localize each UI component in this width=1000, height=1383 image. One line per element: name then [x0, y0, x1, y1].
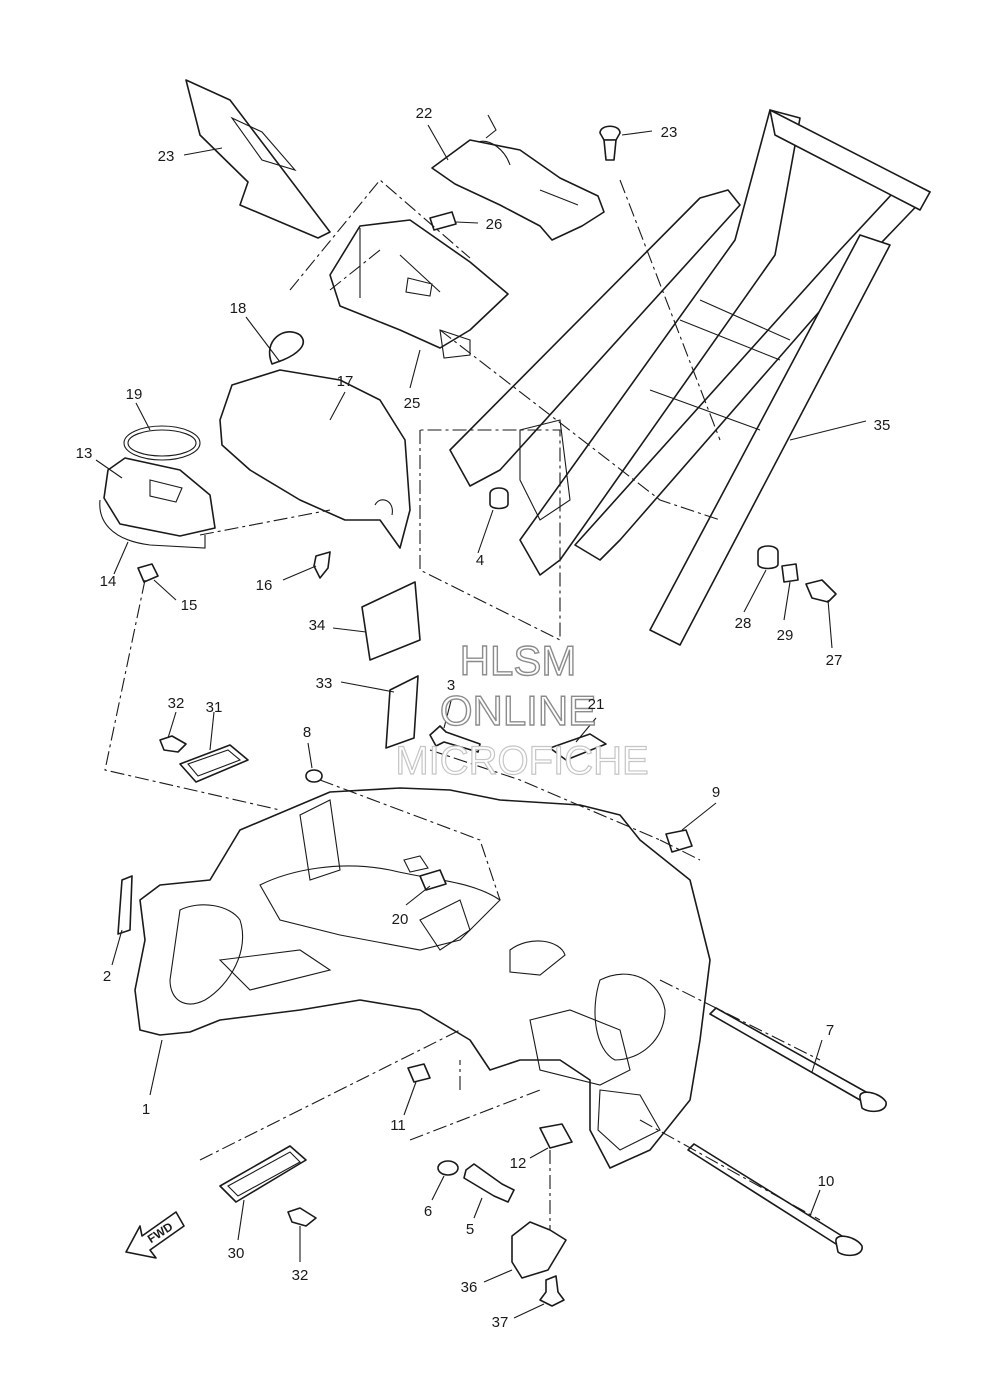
part-1-mainframe: [134, 787, 711, 1169]
callout-18: 18: [230, 300, 247, 317]
callout-36: 36: [461, 1279, 478, 1296]
part-2-shim: [117, 875, 133, 935]
callout-14: 14: [100, 573, 117, 590]
callout-17: 17: [337, 373, 354, 390]
part-32-screw-upper: [159, 735, 187, 753]
part-30-plate: [219, 1145, 307, 1203]
watermark-line2: ONLINE: [440, 687, 596, 734]
callout-31: 31: [206, 699, 223, 716]
fwd-arrow-icon: FWD: [125, 1211, 185, 1259]
callout-28: 28: [735, 615, 752, 632]
callout-34: 34: [309, 617, 326, 634]
part-34-pad: [361, 581, 421, 661]
callout-4: 4: [476, 552, 484, 569]
part-36-bracket: [511, 1221, 567, 1279]
part-12-collar: [539, 1123, 573, 1149]
part-8-nut: [305, 769, 323, 783]
part-19-ring: [123, 425, 201, 461]
callout-25: 25: [404, 395, 421, 412]
callout-9: 9: [712, 784, 720, 801]
part-3-bolt: [429, 725, 481, 753]
part-32-screw-lower: [287, 1207, 317, 1227]
leader-lines: [95, 124, 867, 1319]
part-20-block: [419, 869, 447, 891]
callout-1: 1: [142, 1101, 150, 1118]
callout-10: 10: [818, 1173, 835, 1190]
callout-3: 3: [447, 677, 455, 694]
watermark: HLSM ONLINE MICROFICHE: [395, 636, 650, 783]
watermark-line1: HLSM: [460, 637, 577, 684]
watermark-line3: MICROFICHE: [395, 739, 648, 783]
callout-24: 23: [158, 148, 175, 165]
callout-11: 11: [390, 1117, 406, 1134]
callout-19: 19: [126, 386, 143, 403]
part-29-collar: [781, 563, 799, 583]
part-24-cover: [185, 79, 331, 239]
callout-16: 16: [256, 577, 273, 594]
callout-20: 20: [392, 911, 409, 928]
part-22-bracket: [431, 139, 605, 241]
callout-30: 30: [228, 1245, 245, 1262]
part-7-bolt: [709, 1007, 867, 1101]
callout-12: 12: [510, 1155, 527, 1172]
part-17-shield: [219, 369, 411, 549]
assembly-lines: [104, 179, 821, 1230]
callout-5: 5: [466, 1221, 474, 1238]
callout-2: 2: [103, 968, 111, 985]
part-6-washer: [437, 1160, 459, 1176]
callout-27: 27: [826, 652, 843, 669]
callout-23: 23: [661, 124, 678, 141]
callout-37: 37: [492, 1314, 509, 1331]
callout-33: 33: [316, 675, 333, 692]
callout-6: 6: [424, 1203, 432, 1220]
part-5-bolt: [463, 1163, 515, 1203]
part-9-collar: [665, 829, 693, 853]
callout-8: 8: [303, 724, 311, 741]
part-11-nut: [407, 1063, 431, 1083]
callout-32-upper: 32: [168, 695, 185, 712]
callout-22: 22: [416, 105, 433, 122]
callout-7: 7: [826, 1022, 834, 1039]
callout-13: 13: [76, 445, 93, 462]
callout-21: 21: [588, 696, 605, 713]
part-33-pad: [385, 675, 419, 749]
part-35-subframe: [449, 189, 741, 487]
part-37-bolt: [539, 1275, 565, 1307]
part-27-bolt: [805, 579, 837, 603]
part-15-grommet: [137, 563, 159, 583]
part-13-cover: [103, 457, 216, 537]
part-31-plate: [179, 744, 249, 783]
callout-35: 35: [874, 417, 891, 434]
callout-26: 26: [486, 216, 503, 233]
part-4-nut: [489, 487, 509, 510]
callout-15: 15: [181, 597, 198, 614]
part-28-grommet: [757, 545, 779, 570]
part-18-clamp: [268, 331, 305, 365]
part-23-bolt: [599, 125, 621, 141]
part-21-bracket: [549, 733, 607, 761]
part-25-bracket: [329, 219, 509, 349]
callout-29: 29: [777, 627, 794, 644]
callout-32-lower: 32: [292, 1267, 309, 1284]
part-16-clip: [313, 551, 331, 579]
